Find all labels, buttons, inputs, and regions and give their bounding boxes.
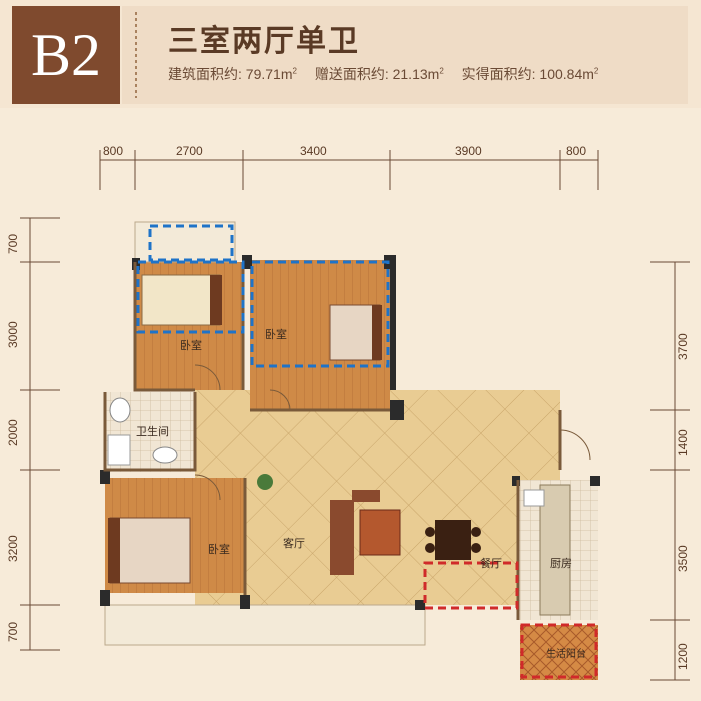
shower	[107, 434, 131, 466]
dim-left-3: 2000	[6, 419, 20, 446]
room-label-service-balcony: 生活阳台	[546, 649, 586, 660]
kitchen-sink	[523, 489, 545, 507]
dim-left-2: 3000	[6, 321, 20, 348]
gift-area: 赠送面积约: 21.13m2	[314, 66, 444, 82]
dining-table	[425, 520, 481, 560]
bed-top-mid	[329, 304, 382, 361]
bay-window-outline-2	[250, 260, 390, 368]
balcony-top-floor	[134, 221, 236, 263]
room-label-living: 客厅	[283, 538, 305, 550]
title-panel	[122, 6, 688, 104]
room-label-bedroom-bottom: 卧室	[208, 544, 230, 556]
room-label-bedroom-tl: 卧室	[180, 340, 202, 352]
service-balcony-outline	[520, 623, 598, 679]
layout-title: 三室两厅单卫	[168, 25, 360, 58]
right-dimension-line	[650, 261, 690, 681]
built-area: 建筑面积约: 79.71m2	[168, 66, 297, 82]
dim-left-1: 700	[6, 233, 20, 254]
dim-top-4: 3900	[455, 144, 482, 158]
room-label-bedroom-tm: 卧室	[265, 329, 287, 341]
dim-right-4: 1200	[676, 643, 690, 670]
dim-top-5: 800	[566, 144, 587, 158]
service-balcony-floor	[520, 625, 598, 680]
dim-top-1: 800	[103, 144, 124, 158]
dim-top-2: 2700	[176, 144, 203, 158]
actual-area: 实得面积约: 100.84m2	[461, 66, 599, 82]
room-label-kitchen: 厨房	[550, 558, 572, 570]
dim-right-2: 1400	[676, 429, 690, 456]
sink	[152, 446, 178, 464]
dim-left-4: 3200	[6, 535, 20, 562]
bay-window-outline-1	[136, 260, 245, 334]
balcony-outline	[148, 224, 234, 262]
top-dimension-line	[99, 150, 599, 190]
door-arcs	[194, 364, 591, 501]
room-label-dining: 餐厅	[480, 558, 502, 570]
balcony-bottom-floor	[104, 604, 426, 646]
plant	[257, 474, 273, 490]
kitchen-counter	[539, 484, 571, 616]
unit-badge: B2	[12, 6, 120, 104]
sofa-set	[330, 490, 401, 575]
dim-right-1: 3700	[676, 333, 690, 360]
dining-extra-outline	[423, 561, 519, 610]
room-label-bathroom: 卫生间	[136, 426, 169, 438]
bed-top-left	[141, 274, 222, 326]
dim-left-5: 700	[6, 621, 20, 642]
left-dimension-line	[20, 217, 60, 651]
bed-bottom	[108, 517, 191, 584]
title-divider	[135, 12, 137, 98]
dim-top-3: 3400	[300, 144, 327, 158]
area-info: 建筑面积约: 79.71m2 赠送面积约: 21.13m2 实得面积约: 100…	[168, 64, 612, 84]
toilet	[109, 397, 131, 423]
dim-right-3: 3500	[676, 545, 690, 572]
